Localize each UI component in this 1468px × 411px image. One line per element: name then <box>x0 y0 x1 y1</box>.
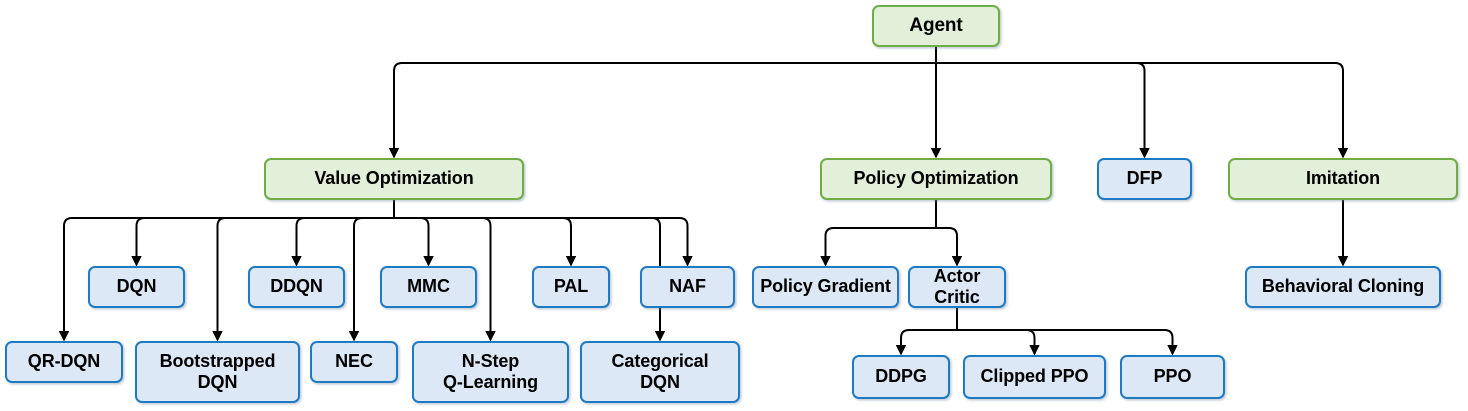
edge-value_optimization-to-qr_dqn <box>58 217 394 342</box>
node-dqn[interactable]: DQN <box>88 266 185 308</box>
edge-agent-to-dfp <box>936 62 1150 159</box>
node-label: Agent <box>909 14 963 36</box>
edge-value_optimization-to-naf <box>394 217 693 267</box>
node-behavioral_cloning[interactable]: Behavioral Cloning <box>1245 266 1441 308</box>
edge-value_optimization-to-pal <box>394 217 577 267</box>
node-qr_dqn[interactable]: QR-DQN <box>5 341 123 383</box>
node-label: Policy Gradient <box>760 276 891 297</box>
node-imitation[interactable]: Imitation <box>1228 158 1458 200</box>
edge-value_optimization-to-bootstrapped_dqn <box>212 217 394 342</box>
node-pal[interactable]: PAL <box>532 266 610 308</box>
node-ppo[interactable]: PPO <box>1120 355 1225 399</box>
node-label: QR-DQN <box>27 351 101 372</box>
node-actor_critic[interactable]: Actor Critic <box>908 266 1006 308</box>
edge-value_optimization-to-categorical_dqn <box>394 217 666 342</box>
node-label: NAF <box>669 276 706 297</box>
node-nec[interactable]: NEC <box>310 341 398 383</box>
edge-agent-to-value_optimization <box>388 62 936 159</box>
edge-agent-to-imitation <box>936 62 1349 159</box>
node-label: DDQN <box>270 276 323 297</box>
node-label: DDPG <box>875 366 927 387</box>
node-policy_gradient[interactable]: Policy Gradient <box>752 266 899 308</box>
node-agent[interactable]: Agent <box>872 5 1000 47</box>
edge-value_optimization-to-nec <box>348 217 394 342</box>
node-label: DFP <box>1126 168 1163 189</box>
node-label: Actor Critic <box>933 265 981 307</box>
edge-actor_critic-to-ddpg <box>895 329 957 356</box>
node-label: Value Optimization <box>314 168 474 189</box>
node-mmc[interactable]: MMC <box>380 266 477 308</box>
edge-actor_critic-to-ppo <box>957 329 1178 356</box>
node-ddpg[interactable]: DDPG <box>852 355 950 399</box>
node-policy_optimization[interactable]: Policy Optimization <box>820 158 1052 200</box>
node-label: DQN <box>116 276 157 297</box>
edge-policy_optimization-to-policy_gradient <box>820 227 936 267</box>
edge-value_optimization-to-mmc <box>394 217 434 267</box>
node-label: PAL <box>553 276 589 297</box>
node-label: Clipped PPO <box>980 366 1089 387</box>
node-label: Imitation <box>1305 168 1381 189</box>
node-label: Behavioral Cloning <box>1261 276 1425 297</box>
node-label: MMC <box>407 276 450 297</box>
edge-policy_optimization-to-actor_critic <box>936 227 963 267</box>
node-naf[interactable]: NAF <box>640 266 735 308</box>
edge-actor_critic-to-clipped_ppo <box>957 329 1040 356</box>
edge-value_optimization-to-dqn <box>131 217 394 267</box>
edge-value_optimization-to-ddqn <box>291 217 394 267</box>
node-label: Policy Optimization <box>853 168 1019 189</box>
node-label: PPO <box>1153 366 1192 387</box>
node-ddqn[interactable]: DDQN <box>248 266 345 308</box>
node-clipped_ppo[interactable]: Clipped PPO <box>963 355 1106 399</box>
node-dfp[interactable]: DFP <box>1097 158 1192 200</box>
node-label: NEC <box>335 351 373 372</box>
node-value_optimization[interactable]: Value Optimization <box>264 158 524 200</box>
